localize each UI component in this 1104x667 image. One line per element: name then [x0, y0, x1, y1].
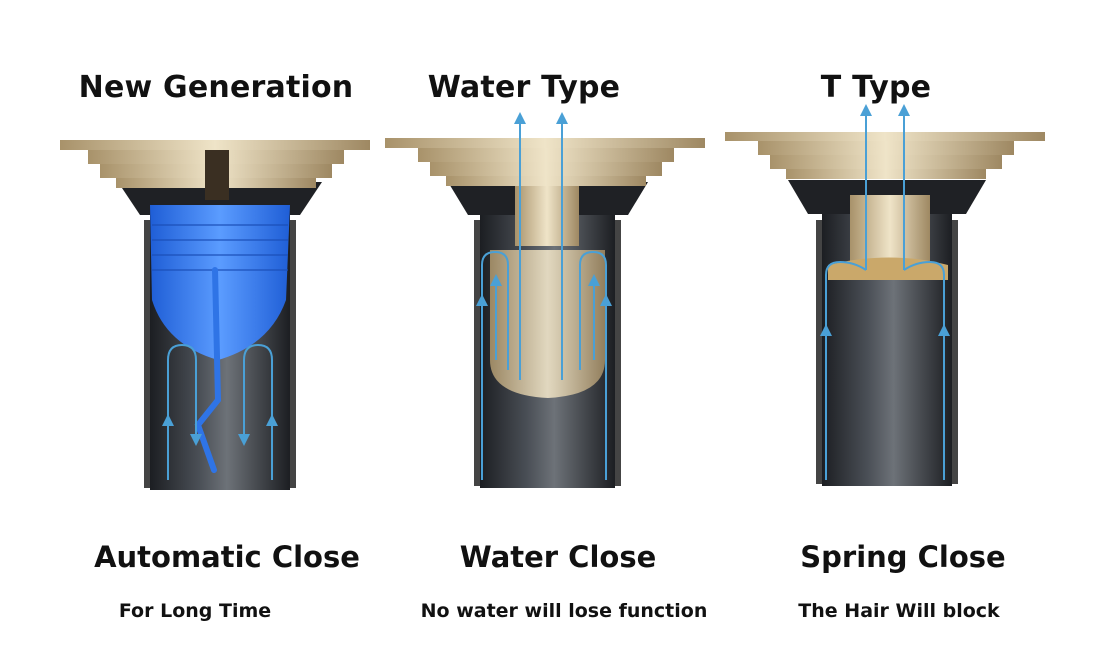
- panel-3-title: T Type: [820, 70, 932, 105]
- panel-1-caption: For Long Time: [118, 600, 272, 622]
- flange-step-3: [446, 176, 646, 186]
- brass-insert: [515, 186, 579, 246]
- pipe-thread-right: [615, 220, 621, 486]
- center-post: [205, 150, 229, 200]
- flange-step-3: [786, 169, 986, 179]
- panel-3-subtitle: Spring Close: [800, 540, 1006, 574]
- water-cup: [490, 250, 605, 398]
- panel-3-drain: [725, 104, 1045, 486]
- pipe-thread-left: [816, 220, 822, 484]
- pipe-thread-left: [144, 220, 150, 488]
- flange-plate: [385, 138, 705, 148]
- flange-step-2: [770, 155, 1002, 169]
- flow-arrows: [162, 343, 278, 480]
- flow-arrows: [476, 112, 612, 480]
- seal-ribs: [152, 224, 288, 271]
- panel-2-title: Water Type: [427, 70, 621, 105]
- panel-3-caption: The Hair Will block: [798, 600, 1000, 622]
- panel-2-subtitle: Water Close: [459, 540, 657, 574]
- flange-step-1: [418, 148, 674, 162]
- pipe-thread-left: [474, 220, 480, 486]
- panel-1-drain: [60, 140, 370, 490]
- pipe-thread-right: [290, 220, 296, 488]
- flange-step-2: [430, 162, 662, 176]
- panel-1-title: New Generation: [78, 70, 354, 105]
- silicone-seal: [150, 205, 290, 360]
- flange-step-1: [758, 141, 1014, 155]
- panel-2-caption: No water will lose function: [420, 600, 708, 622]
- brass-plunger: [850, 195, 930, 263]
- seal-flap: [194, 267, 222, 473]
- flange-plate: [60, 140, 370, 150]
- pipe-thread-right: [952, 220, 958, 484]
- flow-arrows: [820, 104, 950, 480]
- flange-plate: [725, 132, 1045, 141]
- panel-2-drain: [385, 112, 705, 488]
- panel-1-subtitle: Automatic Close: [94, 540, 360, 574]
